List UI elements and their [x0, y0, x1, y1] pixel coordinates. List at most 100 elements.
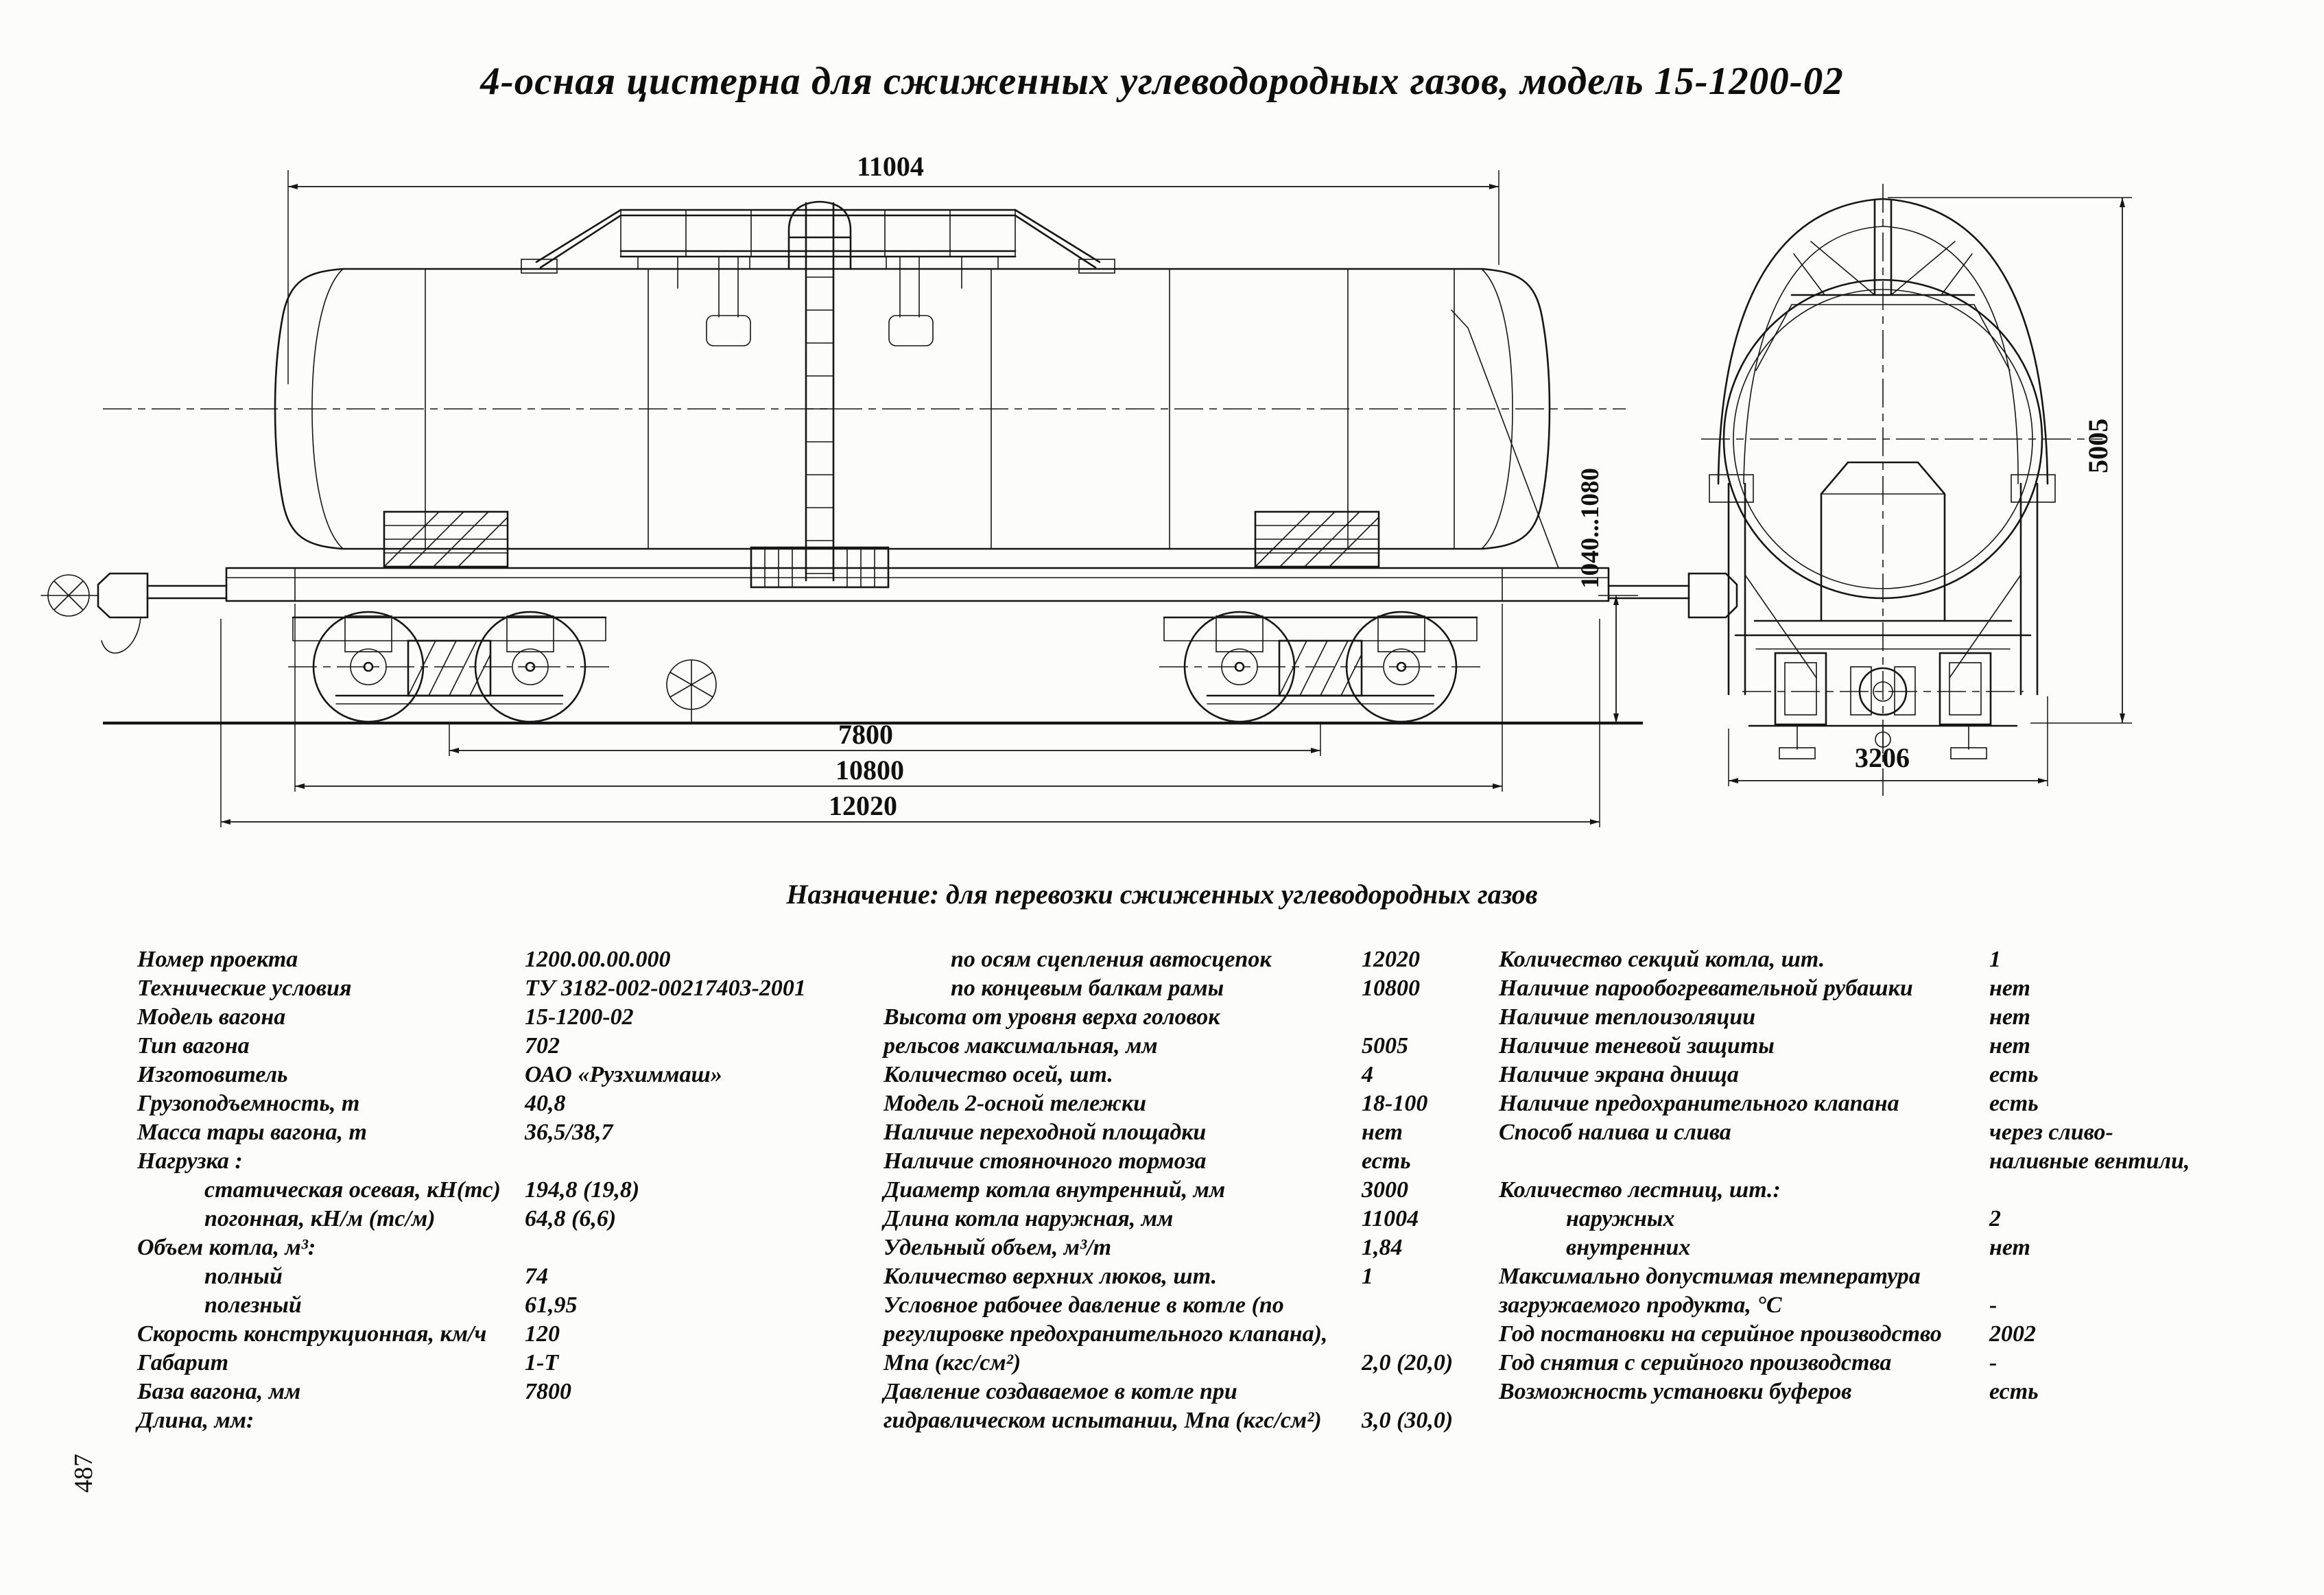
dim-height-label: 5005: [2083, 418, 2113, 473]
spec-value: 3,0 (30,0): [1362, 1408, 1454, 1433]
spec-label: Наличие экрана днища: [1499, 1062, 1739, 1087]
spec-value: -: [1989, 1292, 1997, 1318]
spec-value: [1362, 1378, 1501, 1406]
spec-value: [1989, 1262, 2319, 1291]
spec-value: 2: [1989, 1206, 2001, 1231]
spec-row: База вагона, мм 7800: [137, 1378, 875, 1406]
spec-value: [1362, 1291, 1501, 1320]
spec-value: есть: [1989, 1091, 2039, 1116]
spec-row: Тип вагона 702: [137, 1032, 875, 1061]
spec-label: Удельный объем, м³/т: [884, 1235, 1112, 1260]
spec-label: Нагрузка :: [137, 1148, 243, 1174]
spec-label: Высота от уровня верха головок: [884, 1004, 1220, 1030]
spec-row: гидравлическом испытании, Мпа (кгс/см²) …: [884, 1406, 1501, 1435]
spec-value: 7800: [525, 1379, 571, 1404]
spec-value: нет: [1989, 1004, 2030, 1030]
spec-row: погонная, кН/м (тс/м) 64,8 (6,6): [137, 1205, 875, 1233]
spec-label: Наличие теневой защиты: [1499, 1033, 1775, 1059]
dim-coupler-length-label: 12020: [829, 790, 897, 821]
spec-row: наружных 2: [1499, 1205, 2319, 1233]
spec-row: по осям сцепления автосцепок 12020: [884, 945, 1501, 974]
spec-value: 40,8: [525, 1091, 566, 1116]
spec-value: 2002: [1989, 1321, 2036, 1347]
spec-row: Мпа (кгс/см²) 2,0 (20,0): [884, 1349, 1501, 1378]
spec-value: 18-100: [1362, 1091, 1428, 1116]
spec-row: полный 74: [137, 1262, 875, 1291]
spec-row: Габарит 1-Т: [137, 1349, 875, 1378]
spec-value: нет: [1989, 1235, 2030, 1260]
spec-value: 1: [1989, 947, 2001, 972]
spec-row: Объем котла, м³:: [137, 1233, 875, 1262]
spec-value: 194,8 (19,8): [525, 1177, 640, 1203]
spec-label: Максимально допустимая температура: [1499, 1264, 1921, 1289]
spec-value: 64,8 (6,6): [525, 1206, 617, 1231]
spec-row: Номер проекта 1200.00.00.000: [137, 945, 875, 974]
spec-label: Габарит: [137, 1350, 229, 1375]
spec-value: [525, 1233, 875, 1262]
spec-label: Наличие переходной площадки: [884, 1120, 1207, 1145]
spec-value: [525, 1147, 875, 1176]
spec-row: Год снятия с серийного производства -: [1499, 1349, 2319, 1378]
spec-label: Условное рабочее давление в котле (по: [884, 1292, 1284, 1318]
spec-label: Грузоподъемность, т: [137, 1091, 360, 1116]
spec-label: Модель 2-осной тележки: [884, 1091, 1147, 1116]
spec-label: по осям сцепления автосцепок: [951, 947, 1272, 972]
spec-row: рельсов максимальная, мм 5005: [884, 1032, 1501, 1061]
spec-label: погонная, кН/м (тс/м): [204, 1206, 436, 1231]
spec-value: 74: [525, 1264, 548, 1289]
spec-label: Наличие парообогревательной рубашки: [1499, 976, 1913, 1001]
dim-tank-length-label: 11004: [857, 151, 924, 182]
spec-value: нет: [1989, 976, 2030, 1001]
spec-row: Количество верхних люков, шт. 1: [884, 1262, 1501, 1291]
spec-label: Тип вагона: [137, 1033, 250, 1059]
spec-value: 1,84: [1362, 1235, 1403, 1260]
spec-label: Количество секций котла, шт.: [1499, 947, 1825, 972]
spec-row: Количество лестниц, шт.:: [1499, 1176, 2319, 1205]
bogie-left: [288, 611, 610, 723]
spec-value: через сливо-: [1989, 1120, 2113, 1145]
spec-row: Условное рабочее давление в котле (по: [884, 1291, 1501, 1320]
bogie-right: [1159, 611, 1482, 723]
spec-value: нет: [1362, 1120, 1403, 1145]
spec-value: 120: [525, 1321, 560, 1347]
spec-row: наливные вентили,: [1499, 1147, 2319, 1176]
spec-label: Мпа (кгс/см²): [884, 1350, 1021, 1375]
spec-label: по концевым балкам рамы: [951, 976, 1224, 1001]
spec-label: наружных: [1566, 1206, 1675, 1231]
spec-row: внутренних нет: [1499, 1233, 2319, 1262]
spec-label: [1499, 1147, 1989, 1176]
spec-row: Масса тары вагона, т 36,5/38,7: [137, 1118, 875, 1147]
spec-label: Наличие теплоизоляции: [1499, 1004, 1756, 1030]
spec-value: [1362, 1320, 1501, 1349]
spec-row: Модель вагона 15-1200-02: [137, 1003, 875, 1032]
spec-label: Наличие предохранительного клапана: [1499, 1091, 1899, 1116]
spec-label: Год снятия с серийного производства: [1499, 1350, 1892, 1375]
spec-label: Наличие стояночного тормоза: [884, 1148, 1207, 1174]
spec-label: Изготовитель: [137, 1062, 288, 1087]
spec-row: Изготовитель ОАО «Рузхиммаш»: [137, 1061, 875, 1089]
spec-label: Способ налива и слива: [1499, 1120, 1731, 1145]
spec-value: [1362, 1003, 1501, 1032]
purpose-line: Назначение: для перевозки сжиженных угле…: [786, 879, 1538, 910]
spec-value: 1200.00.00.000: [525, 947, 671, 972]
spec-value: 3000: [1362, 1177, 1408, 1203]
spec-row: Наличие парообогревательной рубашки нет: [1499, 974, 2319, 1003]
spec-label: Возможность установки буферов: [1499, 1379, 1852, 1404]
spec-row: Наличие экрана днища есть: [1499, 1061, 2319, 1089]
spec-label: Масса тары вагона, т: [137, 1120, 367, 1145]
spec-value: ОАО «Рузхиммаш»: [525, 1062, 722, 1087]
spec-row: Количество осей, шт. 4: [884, 1061, 1501, 1089]
spec-label: Длина, мм:: [137, 1408, 254, 1433]
spec-row: Высота от уровня верха головок: [884, 1003, 1501, 1032]
spec-label: Давление создаваемое в котле при: [884, 1379, 1237, 1404]
spec-value: 1-Т: [525, 1350, 559, 1375]
spec-label: Диаметр котла внутренний, мм: [884, 1177, 1226, 1203]
spec-row: полезный 61,95: [137, 1291, 875, 1320]
spec-label: Год постановки на серийное производство: [1499, 1321, 1942, 1347]
spec-row: регулировке предохранительного клапана),: [884, 1320, 1501, 1349]
dim-frame-length-label: 10800: [835, 755, 904, 785]
spec-value: ТУ 3182-002-00217403-2001: [525, 976, 806, 1001]
spec-row: Модель 2-осной тележки 18-100: [884, 1089, 1501, 1118]
spec-label: Технические условия: [137, 976, 352, 1001]
